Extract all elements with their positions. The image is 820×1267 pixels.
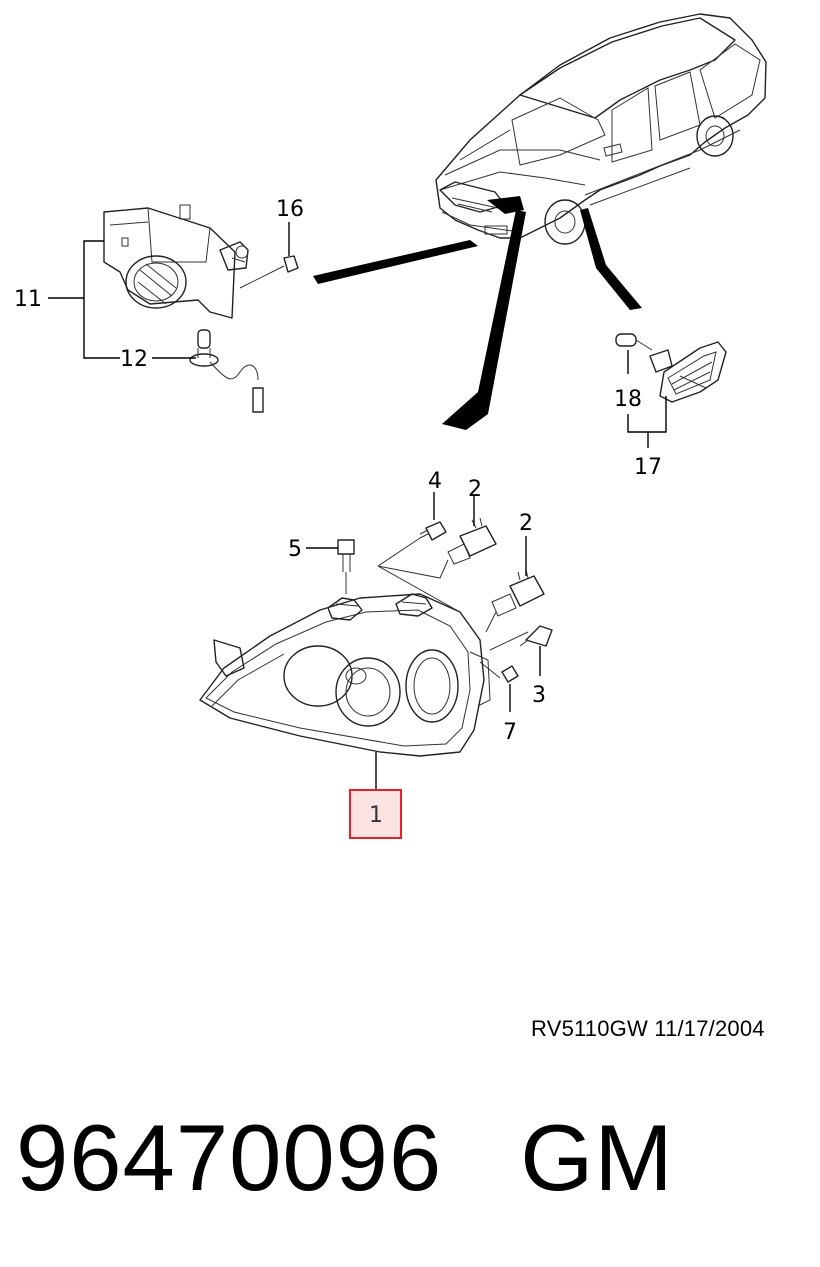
callout-11: 11 (14, 287, 42, 312)
socket-2-right (491, 569, 545, 617)
socket-2-upper (447, 517, 497, 565)
screw-16 (239, 255, 299, 289)
side-marker-lamp (649, 341, 727, 403)
pointer-headlamp (442, 210, 526, 430)
callout-1-highlight[interactable]: 1 (349, 789, 402, 839)
part-number: 96470096 (16, 1105, 443, 1210)
fog-lamp-bulb (189, 329, 264, 413)
callout-3: 3 (532, 683, 546, 708)
reference-code: RV5110GW 11/17/2004 (531, 1016, 765, 1041)
callout-1: 1 (369, 803, 383, 828)
callout-16: 16 (276, 197, 304, 222)
callout-7: 7 (503, 720, 517, 745)
car-illustration (435, 13, 767, 245)
callout-5: 5 (288, 537, 302, 562)
bulb-4 (419, 521, 447, 541)
part-number-line: 96470096 GM (16, 1108, 674, 1208)
side-marker-bulb (615, 333, 653, 351)
headlamp-assembly (199, 593, 491, 757)
fog-lamp-assembly (103, 204, 249, 319)
callout-18: 18 (614, 387, 642, 412)
pointer-fog-lamp (313, 240, 478, 284)
callout-12: 12 (120, 347, 148, 372)
brand-name: GM (520, 1105, 674, 1210)
bolt-5 (337, 539, 355, 594)
callout-2-upper: 2 (468, 477, 482, 502)
callout-4: 4 (428, 469, 442, 494)
bulb-3 (519, 625, 553, 647)
callout-2-right: 2 (519, 511, 533, 536)
pointer-side-marker (580, 208, 642, 310)
clip-7 (501, 665, 519, 683)
callout-17: 17 (634, 455, 662, 480)
